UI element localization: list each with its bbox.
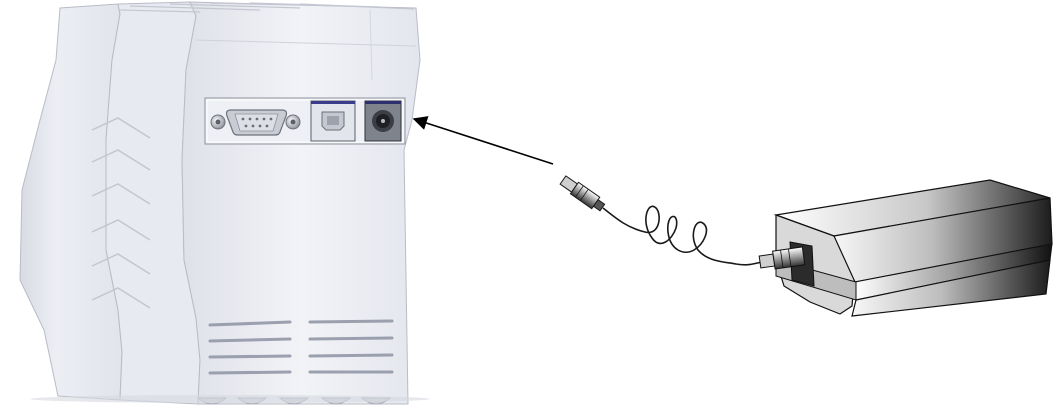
dc-power-jack-icon [365, 101, 401, 141]
coiled-cable-icon [603, 206, 762, 265]
power-adapter-icon [759, 180, 1052, 316]
usb-b-port-icon [311, 101, 355, 141]
arrow-icon [414, 119, 553, 164]
device-housing-icon [20, 2, 430, 404]
dc-plug-icon [559, 174, 606, 213]
